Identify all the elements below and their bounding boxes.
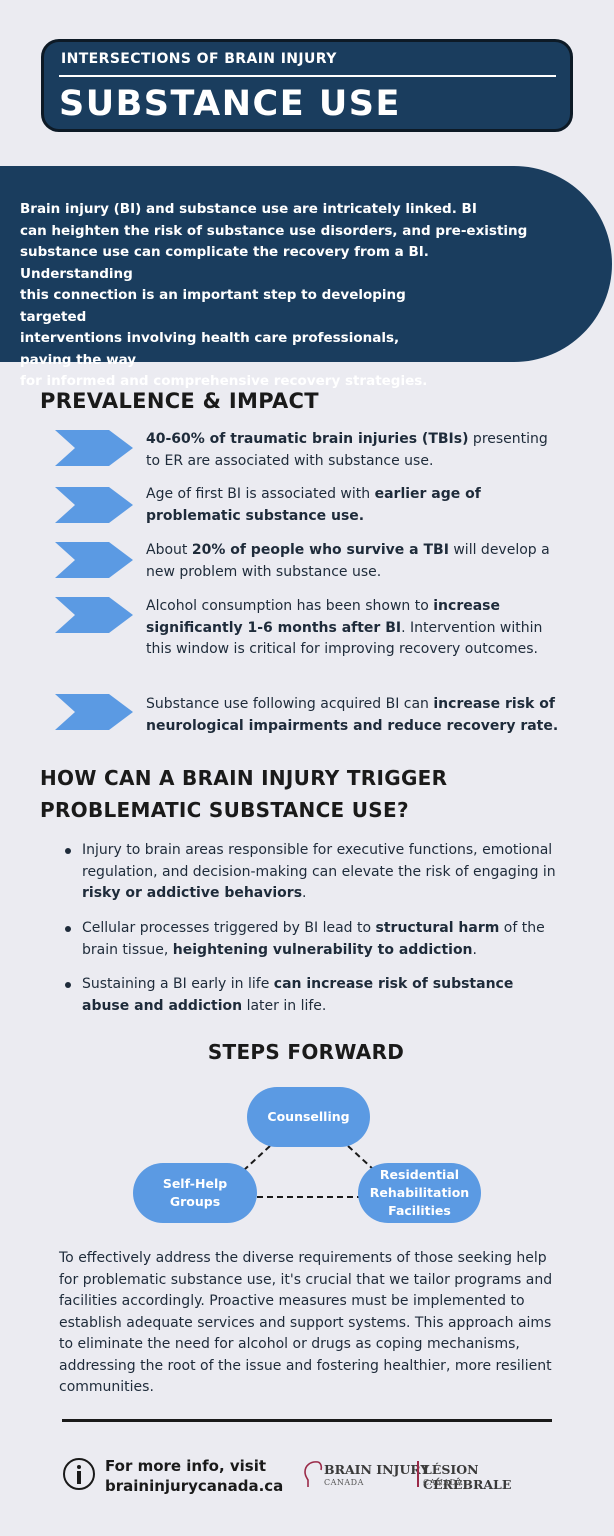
prevalence-heading: PREVALENCE & IMPACT (40, 389, 319, 413)
fact-text: About (146, 542, 192, 558)
bullet-text: Sustaining a BI early in life (82, 976, 274, 992)
list-item: Cellular processes triggered by BI lead … (62, 918, 560, 961)
fact-bold: 20% of people who survive a TBI (191, 542, 449, 558)
steps-heading: STEPS FORWARD (207, 1040, 405, 1064)
step-node-residential: Residential Rehabilitation Facilities (358, 1163, 481, 1223)
fact-item: About 20% of people who survive a TBI wi… (146, 540, 566, 583)
bullet-bold: structural harm (375, 920, 500, 936)
step-node-counselling: Counselling (247, 1087, 370, 1147)
chevron-arrow-icon (55, 597, 133, 633)
fact-bold: 40-60% of traumatic brain injuries (TBIs… (146, 431, 469, 447)
fact-text: . Intervention within this window is cri… (146, 619, 543, 658)
fact-item: 40-60% of traumatic brain injuries (TBIs… (146, 429, 566, 472)
logo-en-sub: CANADA (324, 1478, 364, 1487)
fact-item: Age of first BI is associated with earli… (146, 484, 566, 527)
trigger-heading: HOW CAN A BRAIN INJURY TRIGGER PROBLEMAT… (40, 766, 448, 822)
bullet-bold: can increase risk of substance abuse and… (82, 976, 514, 1014)
info-icon (63, 1458, 95, 1490)
bullet-text: . (472, 941, 477, 958)
fact-item: Alcohol consumption has been shown to in… (146, 596, 566, 661)
fact-item: Substance use following acquired BI can … (146, 694, 576, 737)
logo-fr: LÉSION CÉRÉBRALE (423, 1462, 512, 1492)
bullet-bold: heightening vulnerability to addiction (172, 941, 473, 958)
brain-injury-canada-logo: BRAIN INJURY CANADA LÉSION CÉRÉBRALE CAN… (300, 1457, 555, 1492)
fact-bold: increase significantly 1-6 months after … (146, 598, 500, 636)
fact-text: Alcohol consumption has been shown to (146, 598, 434, 614)
chevron-arrow-icon (55, 542, 133, 578)
chevron-arrow-icon (55, 487, 133, 523)
logo-fr-sub: CANADA (423, 1478, 463, 1487)
steps-connectors (243, 1145, 375, 1198)
fact-text: will develop a new problem with substanc… (146, 542, 550, 580)
fact-bold: earlier age of problematic substance use… (146, 486, 481, 524)
chevron-arrow-icon (55, 694, 133, 730)
fact-text: presenting to ER are associated with sub… (146, 431, 548, 469)
header-divider (59, 75, 556, 77)
footer-link[interactable]: braininjurycanada.ca (105, 1477, 284, 1495)
logo-separator (417, 1461, 419, 1487)
bullet-text: later in life. (242, 997, 327, 1014)
bullet-text: Injury to brain areas responsible for ex… (82, 842, 556, 880)
bullet-icon (65, 982, 71, 988)
bullet-text: of the brain tissue, (82, 920, 545, 958)
list-item: Sustaining a BI early in life can increa… (62, 974, 560, 1017)
closing-paragraph: To effectively address the diverse requi… (59, 1250, 553, 1395)
connector-line (347, 1145, 375, 1171)
header-banner: INTERSECTIONS OF BRAIN INJURY SUBSTANCE … (41, 39, 573, 132)
bullet-icon (65, 848, 71, 854)
logo-en: BRAIN INJURY (324, 1462, 430, 1477)
footer-info: For more info, visit braininjurycanada.c… (105, 1456, 283, 1496)
intro-text: Brain injury (BI) and substance use are … (20, 201, 528, 389)
header-kicker: INTERSECTIONS OF BRAIN INJURY (61, 51, 337, 67)
step-label: Residential Rehabilitation Facilities (369, 1167, 470, 1218)
intro-panel (0, 166, 612, 362)
fact-text: Substance use following acquired BI can (146, 696, 434, 712)
list-item: Injury to brain areas responsible for ex… (62, 840, 560, 905)
step-label: Self-Help Groups (162, 1176, 228, 1209)
bullet-bold: risky or addictive behaviors (82, 885, 303, 901)
footer-divider (62, 1419, 552, 1422)
step-label: Counselling (267, 1109, 350, 1124)
page-title: SUBSTANCE USE (59, 84, 401, 124)
chevron-arrow-icon (55, 430, 133, 466)
head-profile-icon (304, 1461, 323, 1487)
fact-bold: increase risk of neurological impairment… (146, 696, 559, 734)
fact-text: Age of first BI is associated with (146, 486, 375, 502)
step-node-self-help: Self-Help Groups (133, 1163, 257, 1223)
connector-line (243, 1145, 271, 1171)
bullet-icon (65, 926, 71, 932)
footer-info-line: For more info, visit (105, 1457, 267, 1475)
bullet-text: Cellular processes triggered by BI lead … (82, 920, 376, 936)
bullet-text: . (302, 885, 307, 901)
